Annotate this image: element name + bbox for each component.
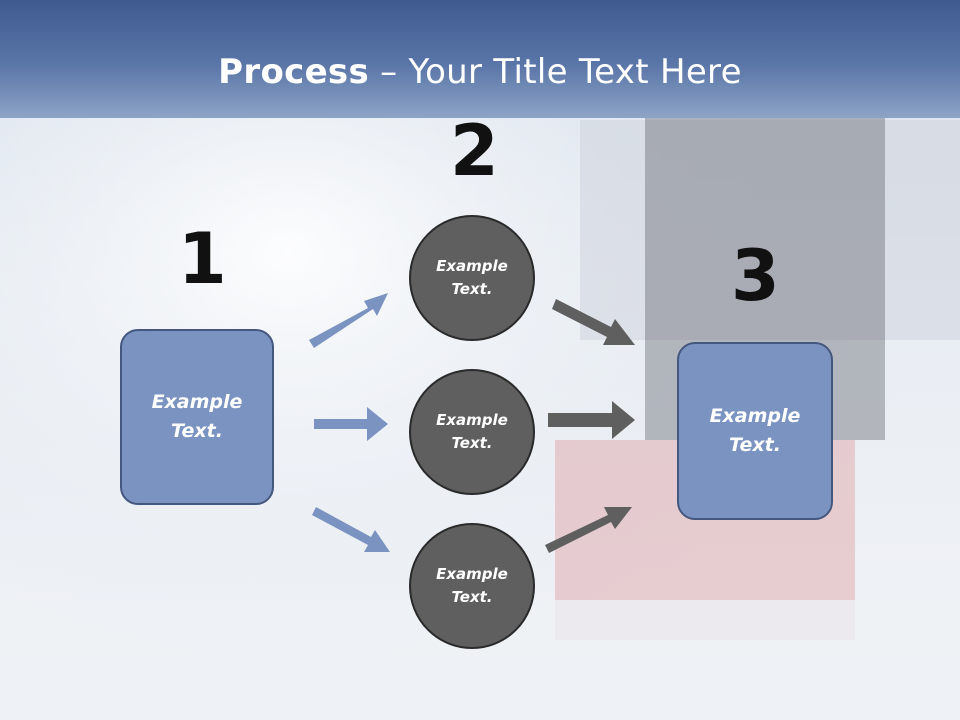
page-title: Process – Your Title Text Here <box>0 52 960 92</box>
bottom-circle-text: Example Text. <box>436 565 508 606</box>
right-box-text: Example Text. <box>709 405 801 456</box>
step-number-3: 3 <box>731 235 780 317</box>
arrow-top-to-right <box>552 299 635 345</box>
step-number-2: 2 <box>450 110 499 192</box>
top-circle: Example Text. <box>409 215 535 341</box>
bottom-circle: Example Text. <box>409 523 535 649</box>
left-box-text: Example Text. <box>151 391 243 442</box>
arrow-bottom-to-right <box>545 507 632 553</box>
blue-arrows <box>309 293 390 552</box>
middle-circle: Example Text. <box>409 369 535 495</box>
top-circle-text: Example Text. <box>436 257 508 298</box>
title-rest: – Your Title Text Here <box>369 52 742 92</box>
left-process-box: Example Text. <box>120 329 274 505</box>
arrow-left-to-top <box>309 293 388 348</box>
arrow-left-to-bottom <box>312 507 390 552</box>
arrow-middle-to-right <box>548 401 635 439</box>
right-process-box: Example Text. <box>677 342 833 520</box>
middle-circle-text: Example Text. <box>436 411 508 452</box>
arrow-left-to-middle <box>314 407 388 441</box>
title-bold: Process <box>218 52 370 92</box>
gray-arrows <box>545 299 635 553</box>
title-band <box>0 0 960 118</box>
step-number-1: 1 <box>178 218 227 300</box>
